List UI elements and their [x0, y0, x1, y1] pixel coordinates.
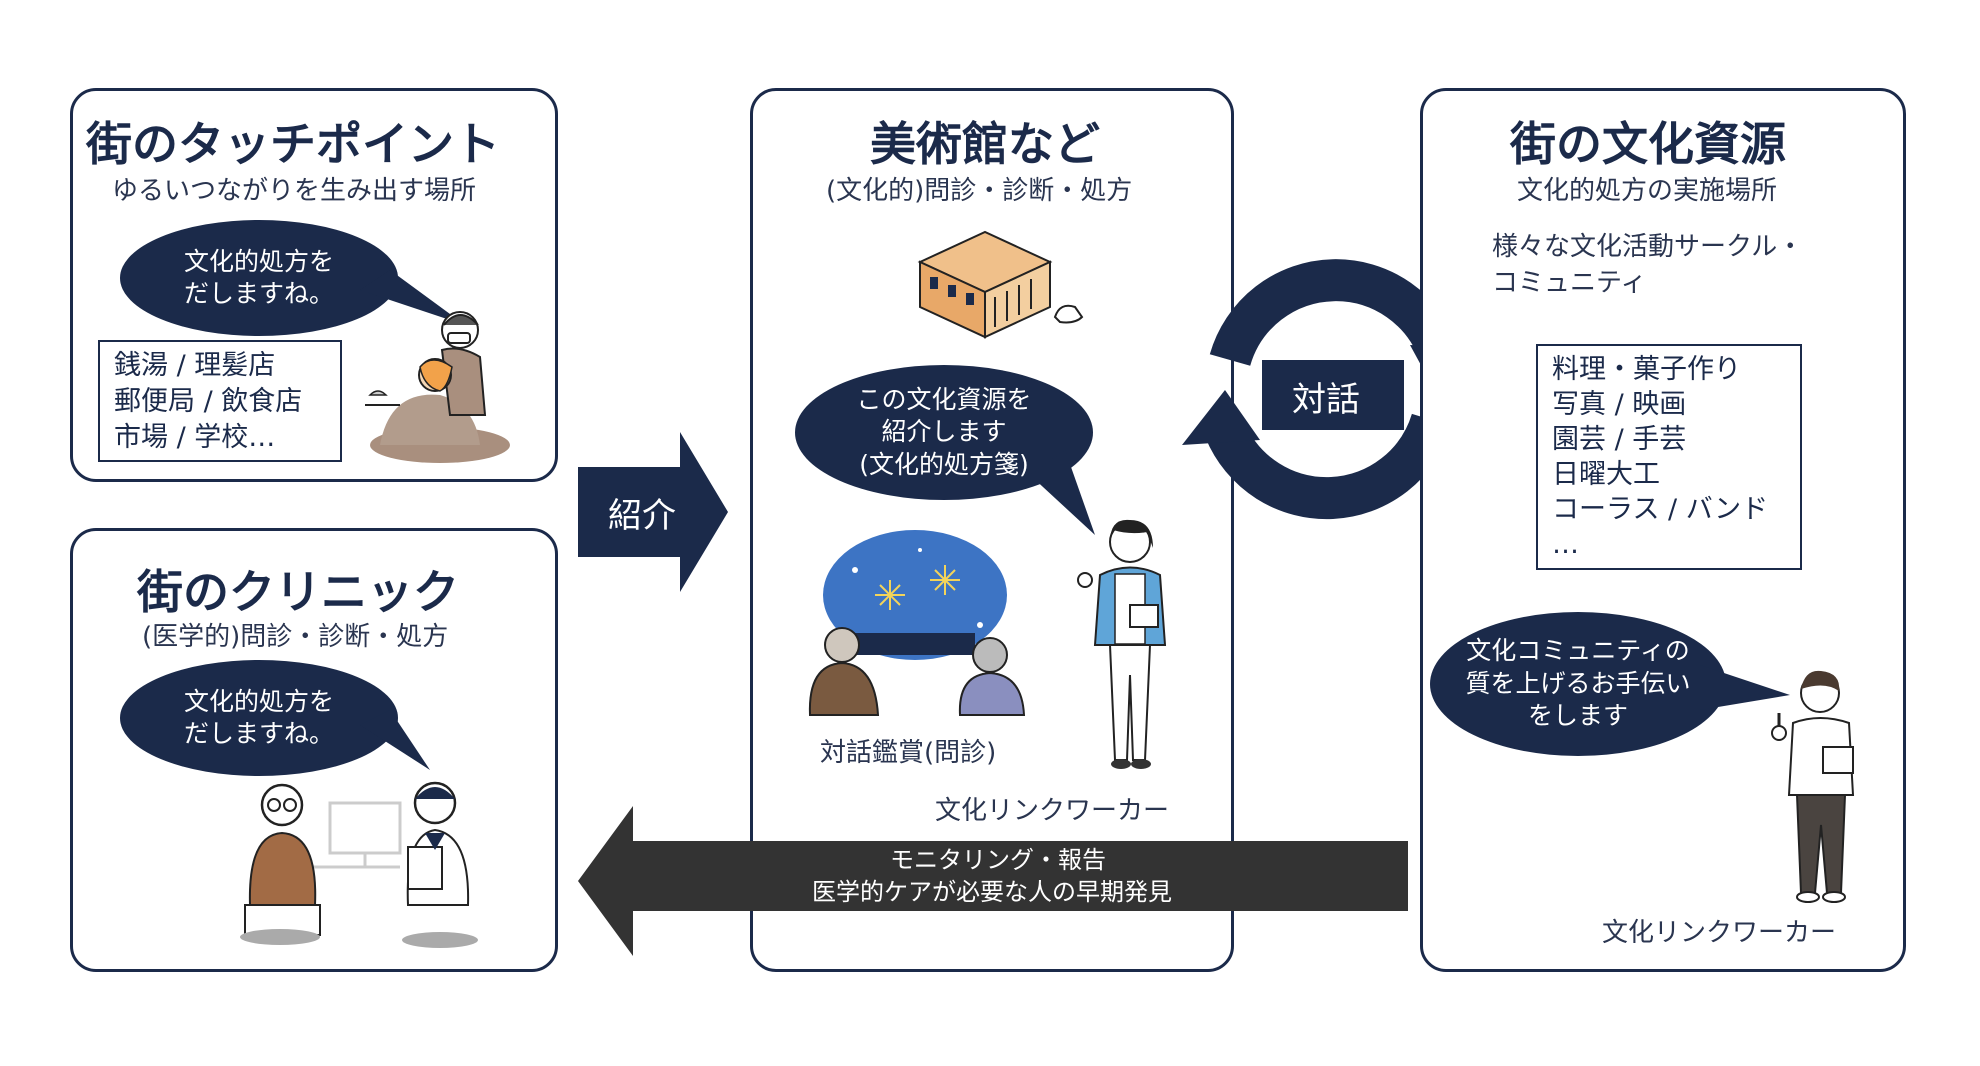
culture-activity-item: 料理・菓子作り [1552, 354, 1741, 385]
culture-circles-line1: 様々な文化活動サークル・ [1492, 232, 1804, 262]
monitoring-arrow [578, 806, 1408, 956]
touchpoint-bubble-line1: 文化的処方を [183, 246, 334, 276]
touchpoint-place-item: 市場 / 学校… [114, 421, 276, 453]
culture-bubble-line1: 文化コミュニティの [1466, 636, 1690, 666]
museum-bubble-line1: この文化資源を [856, 384, 1032, 414]
museum-title: 美術館など [870, 117, 1100, 171]
monitoring-label-line1: モニタリング・報告 [890, 846, 1106, 874]
culture-activity-item: 園芸 / 手芸 [1552, 424, 1687, 456]
museum-subtitle: (文化的)問診・診断・処方 [826, 176, 1133, 206]
culture-link-worker-figure [1771, 670, 1855, 903]
touchpoint-title: 街のタッチポイント [86, 117, 500, 171]
culture-activity-item: 写真 / 映画 [1552, 389, 1687, 421]
culture-activity-list: 料理・菓子作り 写真 / 映画 園芸 / 手芸 日曜大工 コーラス / バンド … [1536, 344, 1802, 570]
touchpoint-bubble-line2: だしますね。 [183, 279, 334, 308]
monitoring-label-line2: 医学的ケアが必要な人の早期発見 [812, 878, 1172, 906]
clinic-bubble-line1: 文化的処方を [183, 686, 334, 716]
culture-title: 街の文化資源 [1510, 117, 1786, 171]
clinic-subtitle: (医学的)問診・診断・処方 [142, 622, 449, 652]
clinic-title: 街のクリニック [137, 565, 459, 619]
dialogue-label-box [1262, 360, 1404, 430]
touchpoint-place-list: 銭湯 / 理髪店 郵便局 / 飲食店 市場 / 学校… [98, 340, 342, 462]
culture-bubble-line3: をします [1527, 701, 1628, 731]
culture-activity-item: 日曜大工 [1552, 459, 1660, 491]
referral-label: 紹介 [608, 496, 676, 536]
doctor-patient-illustration [240, 781, 478, 948]
museum-bubble-line2: 紹介します [881, 417, 1007, 447]
culture-activity-item: コーラス / バンド [1552, 494, 1769, 526]
touchpoint-place-item: 郵便局 / 飲食店 [114, 385, 303, 417]
touchpoint-speech-bubble: 文化的処方を だしますね。 [120, 220, 398, 336]
culture-activity-item: … [1552, 529, 1579, 561]
culture-bubble-tail [1700, 665, 1790, 710]
museum-building-icon [917, 230, 1084, 339]
museum-bubble-line3: (文化的処方箋) [859, 449, 1029, 479]
fireworks-appreciation-illustration [808, 530, 1026, 716]
touchpoint-bubble-tail [360, 270, 465, 325]
touchpoint-subtitle: ゆるいつながりを生み出す場所 [112, 176, 477, 206]
culture-subtitle: 文化的処方の実施場所 [1517, 176, 1778, 206]
museum-bubble-tail [1030, 450, 1095, 535]
clinic-bubble-line2: だしますね。 [183, 719, 334, 748]
culture-circles-line2: コミュニティ [1492, 268, 1647, 298]
culture-worker-label: 文化リンクワーカー [1602, 918, 1837, 948]
culture-bubble-line2: 質を上げるお手伝い [1465, 668, 1691, 698]
museum-link-worker-figure [1077, 519, 1167, 769]
referral-arrow [578, 432, 728, 592]
barber-illustration [365, 311, 510, 463]
dialogue-label: 対話 [1292, 380, 1360, 420]
appreciation-label: 対話鑑賞(問診) [820, 738, 997, 768]
clinic-speech-bubble: 文化的処方を だしますね。 [120, 660, 398, 776]
touchpoint-place-item: 銭湯 / 理髪店 [114, 350, 276, 381]
culture-speech-bubble: 文化コミュニティの 質を上げるお手伝い をします [1430, 612, 1726, 756]
clinic-bubble-tail [360, 710, 430, 770]
museum-worker-label: 文化リンクワーカー [935, 796, 1170, 826]
